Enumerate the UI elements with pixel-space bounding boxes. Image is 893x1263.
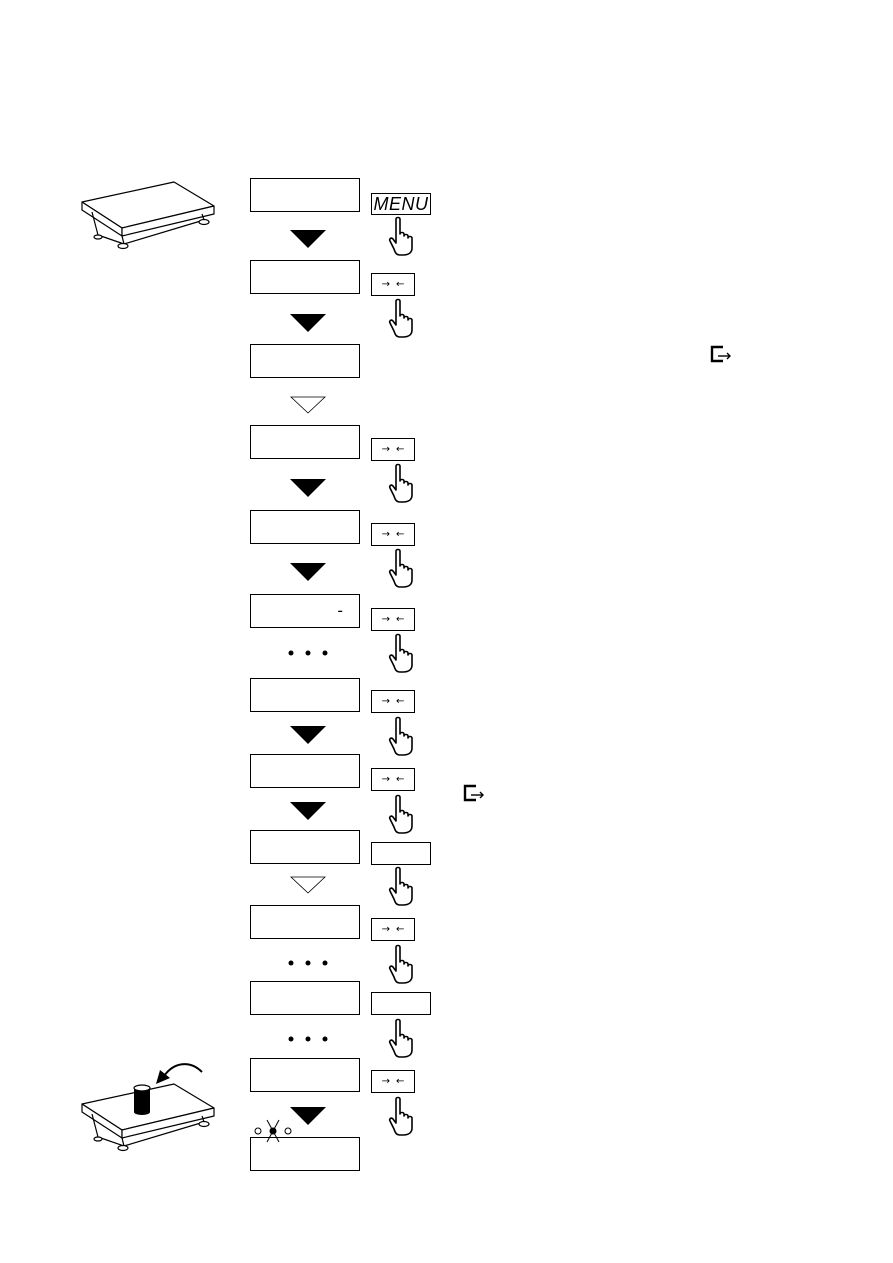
three-dots-icon bbox=[288, 650, 328, 656]
display-9 bbox=[250, 830, 360, 864]
zero-key[interactable]: → ← bbox=[371, 768, 415, 791]
arrow-right-icon: → bbox=[381, 1076, 390, 1087]
pointing-hand-icon bbox=[386, 866, 416, 906]
arrow-right-icon: → bbox=[381, 444, 390, 455]
display-5 bbox=[250, 510, 360, 544]
pointing-hand-icon bbox=[386, 1018, 416, 1058]
display-10 bbox=[250, 905, 360, 939]
display-6: - bbox=[250, 594, 360, 628]
scale-with-weight-illustration bbox=[81, 1063, 215, 1152]
display-3 bbox=[250, 344, 360, 378]
filled-down-triangle-icon bbox=[290, 802, 326, 820]
arrow-left-icon: ← bbox=[396, 774, 405, 785]
zero-key[interactable]: → ← bbox=[371, 273, 415, 296]
calibration-weight-icon bbox=[133, 1084, 151, 1115]
stability-indicator-icon bbox=[254, 1119, 292, 1143]
arrow-left-icon: ← bbox=[396, 696, 405, 707]
pointing-hand-icon bbox=[386, 794, 416, 834]
arrow-right-icon: → bbox=[381, 614, 390, 625]
arrow-left-icon: ← bbox=[396, 444, 405, 455]
filled-down-triangle-icon bbox=[290, 314, 326, 332]
display-12 bbox=[250, 1058, 360, 1092]
display-6-text: - bbox=[335, 601, 345, 620]
filled-down-triangle-icon bbox=[290, 230, 326, 248]
pointing-hand-icon bbox=[386, 944, 416, 984]
place-weight-arrow-icon bbox=[156, 1063, 203, 1084]
blank-key[interactable] bbox=[371, 842, 431, 865]
pointing-hand-icon bbox=[386, 716, 416, 756]
display-8 bbox=[250, 754, 360, 788]
zero-key[interactable]: → ← bbox=[371, 1070, 415, 1093]
filled-down-triangle-icon bbox=[290, 1107, 326, 1125]
outline-down-triangle-icon bbox=[290, 876, 326, 894]
scale-illustration-top bbox=[81, 181, 215, 250]
display-1 bbox=[250, 178, 360, 212]
three-dots-icon bbox=[288, 1036, 328, 1042]
display-4 bbox=[250, 425, 360, 459]
arrow-right-icon: → bbox=[381, 529, 390, 540]
display-11 bbox=[250, 981, 360, 1015]
exit-icon bbox=[709, 344, 733, 364]
arrow-left-icon: ← bbox=[396, 1076, 405, 1087]
pointing-hand-icon bbox=[386, 548, 416, 588]
zero-key[interactable]: → ← bbox=[371, 918, 415, 941]
display-2 bbox=[250, 260, 360, 294]
pointing-hand-icon bbox=[386, 1096, 416, 1136]
arrow-left-icon: ← bbox=[396, 614, 405, 625]
filled-down-triangle-icon bbox=[290, 726, 326, 744]
arrow-left-icon: ← bbox=[396, 529, 405, 540]
arrow-right-icon: → bbox=[381, 924, 390, 935]
three-dots-icon bbox=[288, 960, 328, 966]
pointing-hand-icon bbox=[386, 298, 416, 338]
filled-down-triangle-icon bbox=[290, 563, 326, 581]
arrow-right-icon: → bbox=[381, 279, 390, 290]
zero-key[interactable]: → ← bbox=[371, 438, 415, 461]
arrow-right-icon: → bbox=[381, 774, 390, 785]
zero-key[interactable]: → ← bbox=[371, 690, 415, 713]
outline-down-triangle-icon bbox=[290, 396, 326, 414]
blank-key[interactable] bbox=[371, 992, 431, 1015]
zero-key[interactable]: → ← bbox=[371, 523, 415, 546]
arrow-right-icon: → bbox=[381, 696, 390, 707]
arrow-left-icon: ← bbox=[396, 924, 405, 935]
display-13 bbox=[250, 1137, 360, 1171]
weighing-scale-icon bbox=[81, 181, 215, 250]
display-7 bbox=[250, 678, 360, 712]
pointing-hand-icon bbox=[386, 463, 416, 503]
menu-key[interactable]: MENU bbox=[371, 193, 431, 215]
zero-key[interactable]: → ← bbox=[371, 608, 415, 631]
filled-down-triangle-icon bbox=[290, 479, 326, 497]
arrow-left-icon: ← bbox=[396, 279, 405, 290]
pointing-hand-icon bbox=[386, 216, 416, 256]
exit-icon bbox=[462, 783, 486, 803]
pointing-hand-icon bbox=[386, 633, 416, 673]
